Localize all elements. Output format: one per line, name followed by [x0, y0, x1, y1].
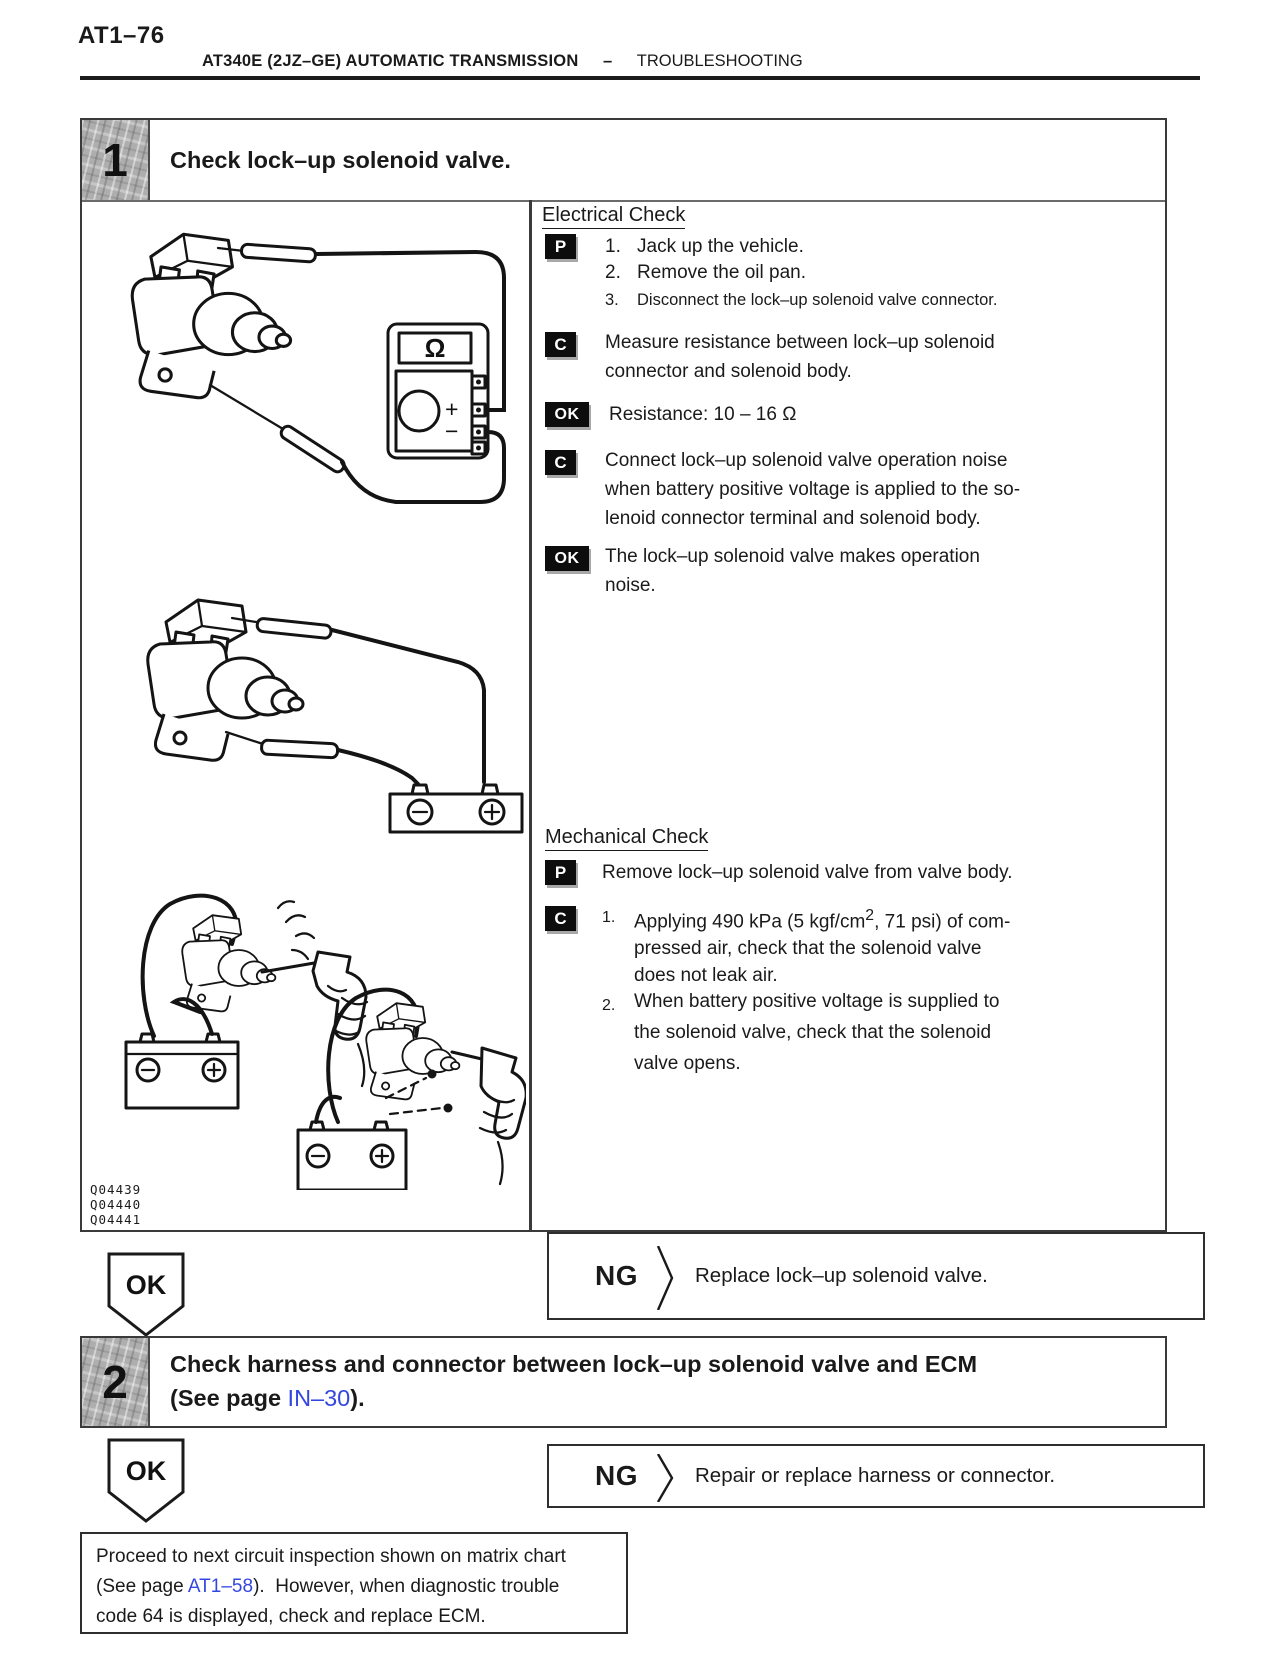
meter-minus-label: − [445, 418, 458, 444]
step2-box: 2 Check harness and connector between lo… [80, 1336, 1167, 1428]
probe-lead [208, 383, 290, 434]
step2-number: 2 [82, 1338, 150, 1426]
battery [296, 1120, 408, 1190]
figure-codes: Q04439 Q04440 Q04441 [90, 1182, 141, 1227]
column-divider [529, 200, 532, 1230]
ok-pointer-label: OK [126, 1456, 167, 1486]
test-probe [260, 738, 340, 760]
battery [124, 1032, 240, 1110]
ng-label: NG [595, 1260, 638, 1291]
ng-label: NG [595, 1460, 638, 1491]
section-title: AT340E (2JZ–GE) AUTOMATIC TRANSMISSION [202, 52, 579, 70]
check-text: Connect lock–up solenoid valve operation… [605, 450, 1021, 529]
prepare-badge: P [545, 234, 576, 259]
check-badge: C [545, 332, 576, 357]
footer-line1: Proceed to next circuit inspection shown… [96, 1546, 566, 1567]
page-reference-link[interactable]: AT1–58 [187, 1576, 254, 1597]
battery [388, 783, 524, 834]
prepare-badge: P [545, 860, 576, 885]
figure-code: Q04441 [90, 1212, 142, 1227]
meter-terminals [470, 374, 487, 456]
air-gun-hand [311, 950, 369, 1088]
superscript: 2 [865, 907, 875, 924]
battery-wire [314, 1094, 342, 1124]
footer-line3: code 64 is displayed, check and replace … [96, 1606, 486, 1627]
air-puffs [276, 900, 316, 961]
ok-pointer-label: OK [126, 1270, 167, 1300]
meter-wire-negative [340, 430, 506, 504]
lead-tip [443, 1103, 453, 1113]
prep-item: 1.Jack up the vehicle. [605, 236, 804, 257]
figure-code: Q04440 [90, 1197, 142, 1212]
step2-title-line1: Check harness and connector between lock… [170, 1351, 978, 1377]
battery-plus-terminal-icon [369, 1143, 395, 1169]
next-step-box: Proceed to next circuit inspection shown… [80, 1532, 628, 1634]
check-badge: C [545, 906, 576, 931]
step2-title-line2: (See page IN–30). [170, 1385, 365, 1411]
test-probe [279, 424, 346, 474]
battery-wire [169, 997, 214, 1036]
ohm-symbol: Ω [425, 333, 446, 363]
battery-plus-terminal-icon [478, 798, 506, 826]
header-rule [80, 76, 1200, 80]
ok-spec: Resistance: 10 – 16 Ω [609, 404, 797, 425]
battery-minus-terminal-icon [406, 798, 434, 826]
ng-action: Repair or replace harness or connector. [695, 1464, 1056, 1487]
battery-wire-positive [330, 628, 486, 784]
ok-pointer: OK [107, 1438, 185, 1523]
mechanical-check-heading: Mechanical Check [545, 826, 709, 851]
air-nozzle [260, 960, 322, 974]
battery-plus-terminal-icon [201, 1057, 227, 1083]
meter-plus-label: + [445, 396, 458, 422]
prep-item: 3.Disconnect the lock–up solenoid valve … [605, 291, 998, 309]
step1-box: 1 Check lock–up solenoid valve. Ω + − [80, 118, 1167, 1232]
footer-line2: (See page AT1–58). However, when diagnos… [96, 1576, 560, 1597]
loop-wire [140, 893, 239, 1038]
ng-bracket-icon [656, 1246, 674, 1310]
section-separator: – [603, 52, 613, 70]
probe-lead [216, 246, 246, 253]
voltage-leads [384, 1076, 444, 1116]
ng-result-box: NG Repair or replace harness or connecto… [547, 1444, 1205, 1508]
ok-result: The lock–up solenoid valve makes operati… [605, 546, 980, 596]
section-header: AT340E (2JZ–GE) AUTOMATIC TRANSMISSION –… [202, 52, 803, 71]
solenoid-battery-illustration [146, 598, 524, 834]
battery-wire-negative [336, 748, 420, 786]
page-reference-link[interactable]: IN–30 [287, 1385, 351, 1411]
ng-bracket-icon [656, 1454, 674, 1502]
step1-number: 1 [82, 120, 150, 200]
page-code: AT1–76 [78, 22, 165, 49]
electrical-check-heading: Electrical Check [542, 204, 686, 229]
mech-item-2: 2. When battery positive voltage is supp… [602, 991, 1000, 1074]
solenoid-mechanical-check-illustration [124, 893, 526, 1190]
test-probe [255, 617, 333, 640]
section-subtitle: TROUBLESHOOTING [636, 52, 803, 70]
battery-minus-terminal-icon [135, 1057, 161, 1083]
check-badge: C [545, 450, 576, 475]
check-text: Measure resistance between lock–up solen… [605, 332, 995, 382]
lead-tip [427, 1069, 437, 1079]
air-gun-hand [478, 1046, 526, 1186]
probe-lead [224, 730, 268, 747]
ok-badge: OK [545, 546, 589, 571]
step1-header: 1 Check lock–up solenoid valve. [82, 120, 1165, 202]
test-probe [239, 242, 317, 264]
ok-badge: OK [545, 402, 589, 427]
step2-title: Check harness and connector between lock… [170, 1347, 977, 1415]
ok-pointer: OK [107, 1252, 185, 1337]
solenoid-ohmmeter-illustration: Ω + − [130, 232, 506, 504]
prep-text: Remove lock–up solenoid valve from valve… [602, 862, 1013, 883]
ng-result-box: NG Replace lock–up solenoid valve. [547, 1232, 1205, 1320]
figure-code: Q04439 [90, 1182, 142, 1197]
battery-minus-terminal-icon [305, 1143, 331, 1169]
meter-wire-positive [314, 249, 506, 412]
step1-title: Check lock–up solenoid valve. [170, 146, 511, 173]
ohmmeter: Ω + − [386, 322, 490, 460]
loop-wire [326, 987, 421, 1124]
ng-action: Replace lock–up solenoid valve. [695, 1264, 988, 1287]
mech-item-1: 1. Applying 490 kPa (5 kgf/cm2, 71 psi) … [602, 907, 1011, 987]
prep-item: 2.Remove the oil pan. [605, 262, 806, 283]
